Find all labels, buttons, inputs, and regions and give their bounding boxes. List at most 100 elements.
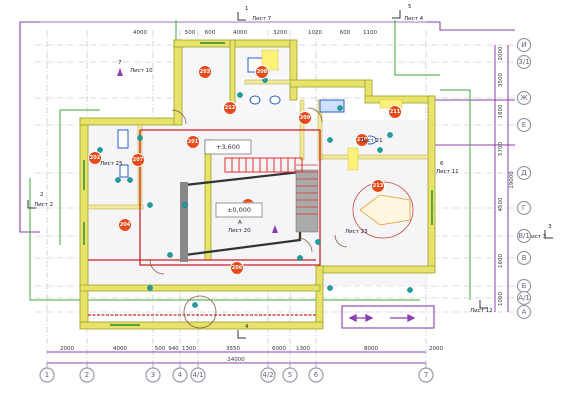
- label-mid-list20: Лист 20: [228, 228, 251, 234]
- label-right-list11: Лист 11: [436, 169, 459, 175]
- equipment-dot: [327, 137, 333, 143]
- room-number: 204: [120, 222, 131, 228]
- section-number-1: 1: [245, 6, 249, 12]
- dimension-bottom: 3550: [226, 346, 240, 352]
- axis-label: 1: [45, 371, 49, 379]
- axis-label: В/1: [518, 232, 530, 240]
- section-number-5: 5: [408, 4, 412, 10]
- room-number: 206: [232, 265, 243, 271]
- axis-bubble: [516, 250, 532, 266]
- room-tag-bubble: [88, 151, 102, 165]
- label-left-list10: Лист 10: [130, 68, 153, 74]
- room-number: 213: [373, 183, 384, 189]
- dimension-right: 2000: [498, 46, 504, 60]
- equipment-dot: [137, 135, 143, 141]
- room-tag-bubble: [388, 105, 402, 119]
- dimension-bottom: 2000: [429, 346, 443, 352]
- room-number: 208: [257, 69, 268, 75]
- axis-bubble: [516, 304, 532, 320]
- label-left-list2: Лист 2: [34, 202, 53, 208]
- equipment-dot: [407, 287, 413, 293]
- axis-label: З/1: [518, 58, 529, 66]
- dimension-right: 4500: [498, 197, 504, 211]
- dimension-top: 1020: [308, 30, 322, 36]
- section-arrow-purple: [117, 68, 278, 233]
- equipment-dot: [297, 255, 303, 261]
- axis-bubble: [516, 54, 532, 70]
- axis-bubble: [516, 90, 532, 106]
- equipment-dot: [147, 285, 153, 291]
- equipment-dot: [97, 147, 103, 153]
- equipment-dot: [315, 239, 321, 245]
- dimension-top: 1100: [363, 30, 377, 36]
- room-number: 212: [225, 105, 236, 111]
- axis-label: 7: [424, 371, 428, 379]
- dimension-top: 600: [340, 30, 351, 36]
- axis-bubble: [516, 37, 532, 53]
- axis-label: Д: [521, 169, 527, 177]
- dimension-top: 600: [205, 30, 216, 36]
- equipment-dot: [237, 92, 243, 98]
- axis-bubble: [190, 367, 206, 383]
- equipment-markers: [97, 77, 413, 308]
- room-tag-bubble: [355, 133, 369, 147]
- label-mid-list25: Лист 25: [100, 161, 123, 167]
- equipment-dot: [167, 252, 173, 258]
- dimension-right-total: 19000: [509, 171, 515, 189]
- room-number: 209: [300, 115, 311, 121]
- dimension-bottom: 4000: [113, 346, 127, 352]
- room-number: 207: [133, 157, 144, 163]
- axis-label: 2: [85, 371, 89, 379]
- axis-bubble: [418, 367, 434, 383]
- axis-label: 4/2: [262, 371, 273, 379]
- room-tag-bubble: [255, 65, 269, 79]
- equipment-dot: [115, 177, 121, 183]
- label-mid-list23: Лист 23: [345, 229, 368, 235]
- section-number-7: 7: [118, 60, 122, 66]
- room-tag-bubble: [223, 101, 237, 115]
- equipment-dot: [147, 202, 153, 208]
- room-number: 202: [90, 155, 101, 161]
- equipment-dot: [182, 202, 188, 208]
- equipment-dot: [337, 105, 343, 111]
- room-number: 210: [357, 137, 368, 143]
- level-middle: ±0,000: [227, 206, 251, 214]
- section-number-4: 4: [245, 324, 249, 330]
- axis-bubble: [516, 228, 532, 244]
- axis-bubble: [516, 290, 532, 306]
- dimension-bottom-total: 24000: [227, 357, 245, 363]
- dimension-top: 4000: [233, 30, 247, 36]
- axis-bubble: [260, 367, 276, 383]
- dimension-right: 5700: [498, 142, 504, 156]
- axis-bubble: [516, 117, 532, 133]
- room-tag-bubble: [371, 179, 385, 193]
- dimension-bottom: 6000: [272, 346, 286, 352]
- dimension-top: 4000: [133, 30, 147, 36]
- axis-bubble: [282, 367, 298, 383]
- room-tag-bubble: [198, 65, 212, 79]
- equipment-dot: [192, 302, 198, 308]
- dimension-lines: [40, 21, 509, 364]
- axis-label: 6: [314, 371, 319, 379]
- dimension-bottom: 1300: [182, 346, 196, 352]
- dimension-top: 3200: [273, 30, 287, 36]
- dimension-bottom: 500: [155, 346, 166, 352]
- axis-label: В: [522, 254, 527, 262]
- dimension-bottom: 8000: [364, 346, 378, 352]
- axis-label: Г: [522, 204, 526, 212]
- room-tag-bubble: [186, 135, 200, 149]
- level-markers: +3,600 ±0,000: [204, 139, 263, 218]
- room-tag-bubble: [118, 218, 132, 232]
- dimension-right: 3500: [498, 73, 504, 87]
- axis-bubble: [172, 367, 188, 383]
- equipment-dot: [327, 285, 333, 291]
- axis-bubble: [145, 367, 161, 383]
- room-number: 211: [390, 109, 401, 115]
- label-bottom-list12: Лист 12: [470, 308, 493, 314]
- axis-label: Е: [522, 121, 526, 129]
- section-number-3: 3: [548, 224, 552, 230]
- section-markers: [27, 10, 553, 339]
